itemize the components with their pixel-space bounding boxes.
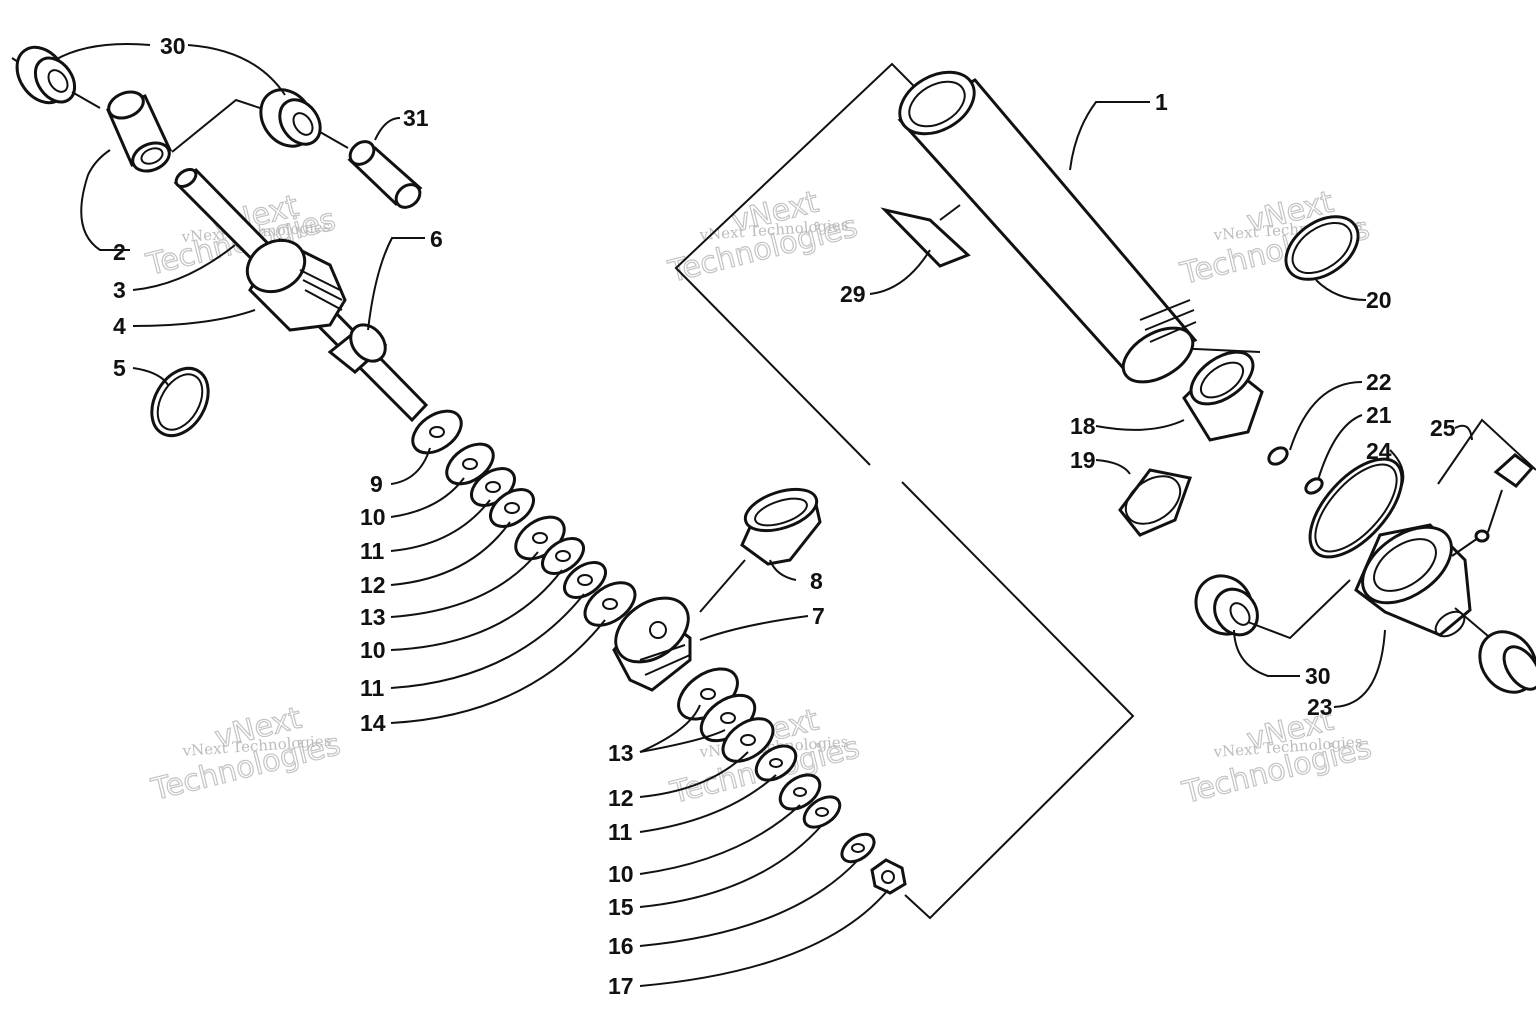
- callout-11-second: 11: [360, 675, 385, 701]
- callout-15: 15: [608, 894, 634, 920]
- washer-22: [1267, 446, 1289, 466]
- axis-line: [71, 91, 101, 109]
- callout-31: 31: [403, 105, 429, 131]
- end-cap-23: [1354, 523, 1472, 638]
- shim-stack-upper: [411, 409, 637, 627]
- axis-line: [939, 204, 961, 221]
- callout-16: 16: [608, 933, 634, 959]
- callout-30-right: 30: [1305, 663, 1331, 689]
- callout-5: 5: [113, 355, 126, 381]
- watermark-6: Technologies vNext Technologies vNext: [1178, 702, 1376, 812]
- callout-23: 23: [1307, 694, 1333, 720]
- clip-19: [1118, 468, 1192, 537]
- callout-8: 8: [810, 568, 823, 594]
- callout-22: 22: [1366, 369, 1392, 395]
- callout-14: 14: [360, 710, 386, 736]
- callout-9: 9: [370, 471, 383, 497]
- callout-10-second: 10: [360, 637, 386, 663]
- callout-11: 11: [360, 538, 385, 564]
- washer-6: [327, 323, 388, 374]
- leader-lines: [54, 43, 1473, 987]
- callout-4: 4: [113, 313, 126, 339]
- callout-19: 19: [1070, 447, 1096, 473]
- cap-18: [1182, 350, 1264, 442]
- bushing-30-left: [11, 45, 77, 105]
- assembly-bracket: [674, 62, 1261, 466]
- axis-line: [1454, 607, 1489, 637]
- callout-10: 10: [360, 504, 386, 530]
- watermark-2: Technologies vNext Technologies vNext: [664, 184, 862, 291]
- label-decal-29: [880, 207, 971, 268]
- piston-ring-8: [740, 487, 822, 566]
- ring-20: [1284, 215, 1360, 281]
- callout-21: 21: [1366, 402, 1392, 428]
- callout-20: 20: [1366, 287, 1392, 313]
- axis-line: [319, 131, 349, 149]
- shim-stack-lower: [677, 667, 907, 895]
- o-ring-5: [150, 366, 210, 438]
- callout-2: 2: [113, 239, 126, 265]
- sleeve-2: [105, 90, 173, 173]
- callout-6: 6: [430, 226, 443, 252]
- callout-18: 18: [1070, 413, 1096, 439]
- callout-30: 30: [160, 33, 186, 59]
- callout-25: 25: [1430, 415, 1456, 441]
- plug-21: [1304, 477, 1324, 495]
- callout-12: 12: [360, 572, 386, 598]
- callout-3: 3: [113, 277, 126, 303]
- callout-13-lower: 13: [608, 740, 634, 766]
- body-4: [245, 238, 347, 332]
- bushing-30-right: [1194, 574, 1259, 637]
- assembly-bracket-small: [1247, 579, 1351, 640]
- callout-labels: 30 31 1 2 3 4 5 6 29 20 22 21 24 25 18 1…: [113, 33, 1456, 999]
- assembly-bracket: [901, 481, 1135, 920]
- callout-7: 7: [812, 603, 825, 629]
- callout-11-lower: 11: [608, 819, 633, 845]
- callout-13: 13: [360, 604, 386, 630]
- callout-24: 24: [1366, 438, 1392, 464]
- callout-29: 29: [840, 281, 866, 307]
- watermark-4: Technologies vNext Technologies vNext: [147, 700, 345, 809]
- cylinder-1: [897, 70, 1198, 384]
- valve-25: [1437, 418, 1536, 557]
- bushing-30-upper: [259, 88, 322, 148]
- piston-7: [612, 596, 692, 692]
- callout-1: 1: [1155, 89, 1168, 115]
- bushing-30-far-right: [1478, 630, 1536, 694]
- spacer-31: [347, 140, 423, 209]
- callout-10-lower: 10: [608, 861, 634, 887]
- callout-17: 17: [608, 973, 634, 999]
- o-ring-24: [1308, 457, 1404, 559]
- callout-12-lower: 12: [608, 785, 634, 811]
